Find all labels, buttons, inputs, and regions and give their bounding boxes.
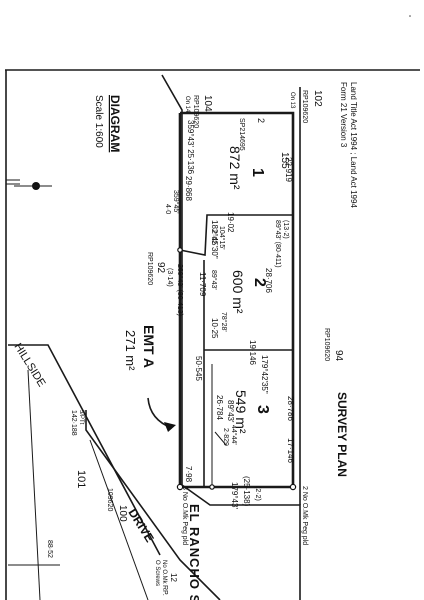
lot-104-label: 104 — [202, 95, 213, 112]
lot-102-label: 102 — [312, 90, 323, 107]
drive-road-line — [85, 410, 221, 600]
mark-notes: 2 No O.Mk Peg pld 3 No O.Mk Peg pld O Sc… — [46, 410, 308, 586]
diagram-title: DIAGRAM — [108, 95, 122, 152]
lot1-right-dist: 22·919 — [284, 157, 293, 182]
lot-94-label: 94 — [333, 350, 344, 362]
easement-marker — [147, 397, 176, 432]
rp-94-label: RP109620 — [323, 328, 330, 361]
peg-markers — [176, 247, 297, 491]
right-13-2: (13·2) — [282, 220, 289, 239]
diagram-legend: DIAGRAM Scale 1:600 — [93, 95, 122, 152]
road-boundaries — [8, 74, 301, 600]
el-rancho-st-label: EL RANCHO ST — [187, 504, 202, 600]
peg-note-top: 2 No O.Mk Peg pld — [301, 486, 308, 545]
scan-speck — [409, 15, 411, 17]
bottom-bearing: 179°43' — [230, 482, 239, 509]
lot-3-area: 549 m² — [233, 390, 249, 434]
peg-circle-se — [289, 483, 297, 491]
left-7828: 78°28' — [220, 312, 228, 332]
pin-13-label: On 13 — [289, 92, 295, 109]
emt-bearing: 44°44' — [230, 425, 238, 445]
hillside-label: HILLSIDE — [11, 341, 47, 389]
left-89-43: 89°43' — [210, 270, 218, 290]
rp-12-label: RP. — [161, 585, 168, 596]
lot-2-number: 2 — [251, 278, 268, 287]
screws-note: No O.Mk — [161, 560, 167, 585]
lot3-left-dist: 26·784 — [215, 395, 224, 420]
bottom-2-2: (2·2) — [254, 486, 261, 501]
lot-100-boundary — [89, 439, 149, 600]
lot-2-area: 600 m² — [230, 270, 246, 314]
lot-101-label: 101 — [75, 470, 87, 488]
dimension-labels: 359°43' 25·136 22·919 29·868 19·02 182°4… — [164, 92, 295, 509]
right-17146: 17·146 — [286, 438, 295, 463]
sheet-frame — [5, 69, 420, 600]
left-269: 269°43' (80·413) — [176, 264, 184, 316]
ref-88: 88·52 — [46, 540, 53, 558]
lot-3-number: 3 — [254, 405, 271, 414]
easement-arrowhead — [164, 422, 176, 432]
rp-92-label: RP109620 — [146, 252, 153, 285]
easement-a-name: EMT A — [141, 325, 157, 368]
num-155-label: 155 — [279, 152, 290, 169]
left-3-14: (3·14) — [166, 268, 173, 287]
plan-type-title: SURVEY PLAN — [335, 392, 349, 477]
lot-2-left-label: 2 — [256, 118, 266, 123]
pin-14-label: On 14 — [184, 96, 190, 113]
form-text: Form 21 Version 3 — [339, 82, 348, 148]
left-1025: 10·25 — [210, 318, 219, 339]
bottom-7-98: 7·98 — [184, 466, 193, 483]
adjacent-lot-labels: 102 RP109620 2 SP214695 104 RP109620 92 … — [75, 90, 344, 596]
bottom-25138: (25·138) — [242, 476, 251, 507]
north-marker — [6, 179, 52, 190]
road-labels: EL RANCHO ST HILLSIDE DRIVE — [11, 341, 202, 600]
lot-annotations: 1 872 m² 2 600 m² 3 549 m² EMT A 271 m² — [123, 146, 271, 434]
lot-dividers — [179, 214, 293, 487]
lot2-bottom-dist: 19·146 — [248, 340, 257, 365]
lot1-bottom-dist: 19·02 — [226, 212, 235, 233]
scale-text: Scale 1:600 — [93, 95, 104, 148]
lot3-left-bearing: 89°43' — [226, 400, 235, 423]
drive-label: DRIVE — [125, 506, 156, 545]
hillside-road-line — [8, 344, 161, 556]
lot-100-label: 100 — [117, 505, 128, 522]
peg-circle-w — [177, 247, 183, 253]
left-4-0: 4·0 — [164, 204, 171, 214]
lot-1-area: 872 m² — [227, 146, 243, 190]
left-359: 359°45' — [172, 190, 180, 214]
lot-92-label: 92 — [155, 262, 166, 274]
lot-12-label: 12 — [169, 573, 178, 582]
rp-100-label: 109620 — [106, 488, 113, 511]
peg-circle-sw — [176, 483, 184, 491]
top-boundary-bearing: 359°43' 25·136 — [186, 120, 195, 175]
left-104: 104°15' — [218, 226, 226, 250]
rp-104-label: RP109620 — [192, 95, 199, 128]
left-2-62: 2·62 — [210, 230, 217, 244]
easement-splay — [214, 431, 227, 446]
peg-note-bottom: 3 No O.Mk Peg pld — [181, 486, 188, 545]
road-line-left-offset — [161, 74, 301, 600]
right-28786: 28·786 — [286, 396, 295, 421]
ref-5-ptt: 5/PTt — [78, 410, 84, 425]
lot1-left-dist: 29·868 — [184, 176, 193, 201]
lot1-bottom-bearing: 182°45'30" — [210, 220, 219, 259]
easement-a-area: 271 m² — [123, 330, 138, 371]
rp-102-label: RP109620 — [301, 90, 308, 123]
peg-circle-s — [209, 484, 215, 490]
lot2-bottom-bearing: 179°42'35" — [260, 355, 269, 394]
left-11709: 11·709 — [198, 272, 207, 297]
lot-1-2-divider — [179, 214, 293, 256]
sp-2-label: SP214695 — [238, 118, 245, 151]
right-bearing: 89°43' (80·411) — [274, 220, 282, 268]
right-28706: 28·706 — [264, 268, 273, 293]
acts-text: Land Title Act 1994 ; Land Act 1994 — [349, 82, 358, 208]
emt-dist: 2·829 — [222, 428, 229, 446]
lot-101-boundary — [27, 369, 41, 600]
left-50545: 50·545 — [194, 356, 203, 381]
ref-142: 142·188 — [70, 410, 77, 436]
header-block: Land Title Act 1994 ; Land Act 1994 Form… — [335, 82, 358, 477]
lot-1-number: 1 — [249, 168, 266, 177]
peg-note-12: O Screws — [154, 560, 160, 586]
